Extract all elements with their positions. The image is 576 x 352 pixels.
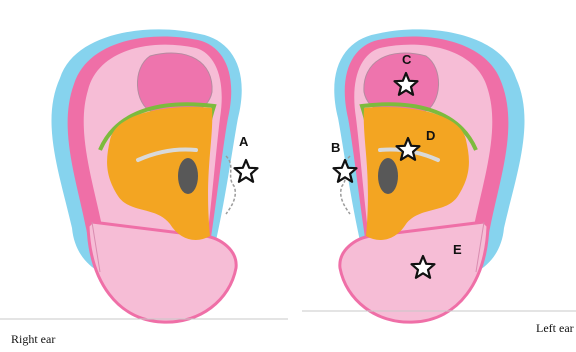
marker-e-label: E <box>453 242 462 257</box>
marker-c-label: C <box>402 52 412 67</box>
right-ear-caption: Right ear <box>11 332 55 347</box>
marker-d-label: D <box>426 128 435 143</box>
marker-b-label: B <box>331 140 340 155</box>
marker-a: A <box>235 134 258 182</box>
marker-a-star <box>235 160 258 182</box>
right-ear-illustration <box>52 29 242 322</box>
marker-a-label: A <box>239 134 249 149</box>
left-ear-caption: Left ear <box>536 321 576 336</box>
